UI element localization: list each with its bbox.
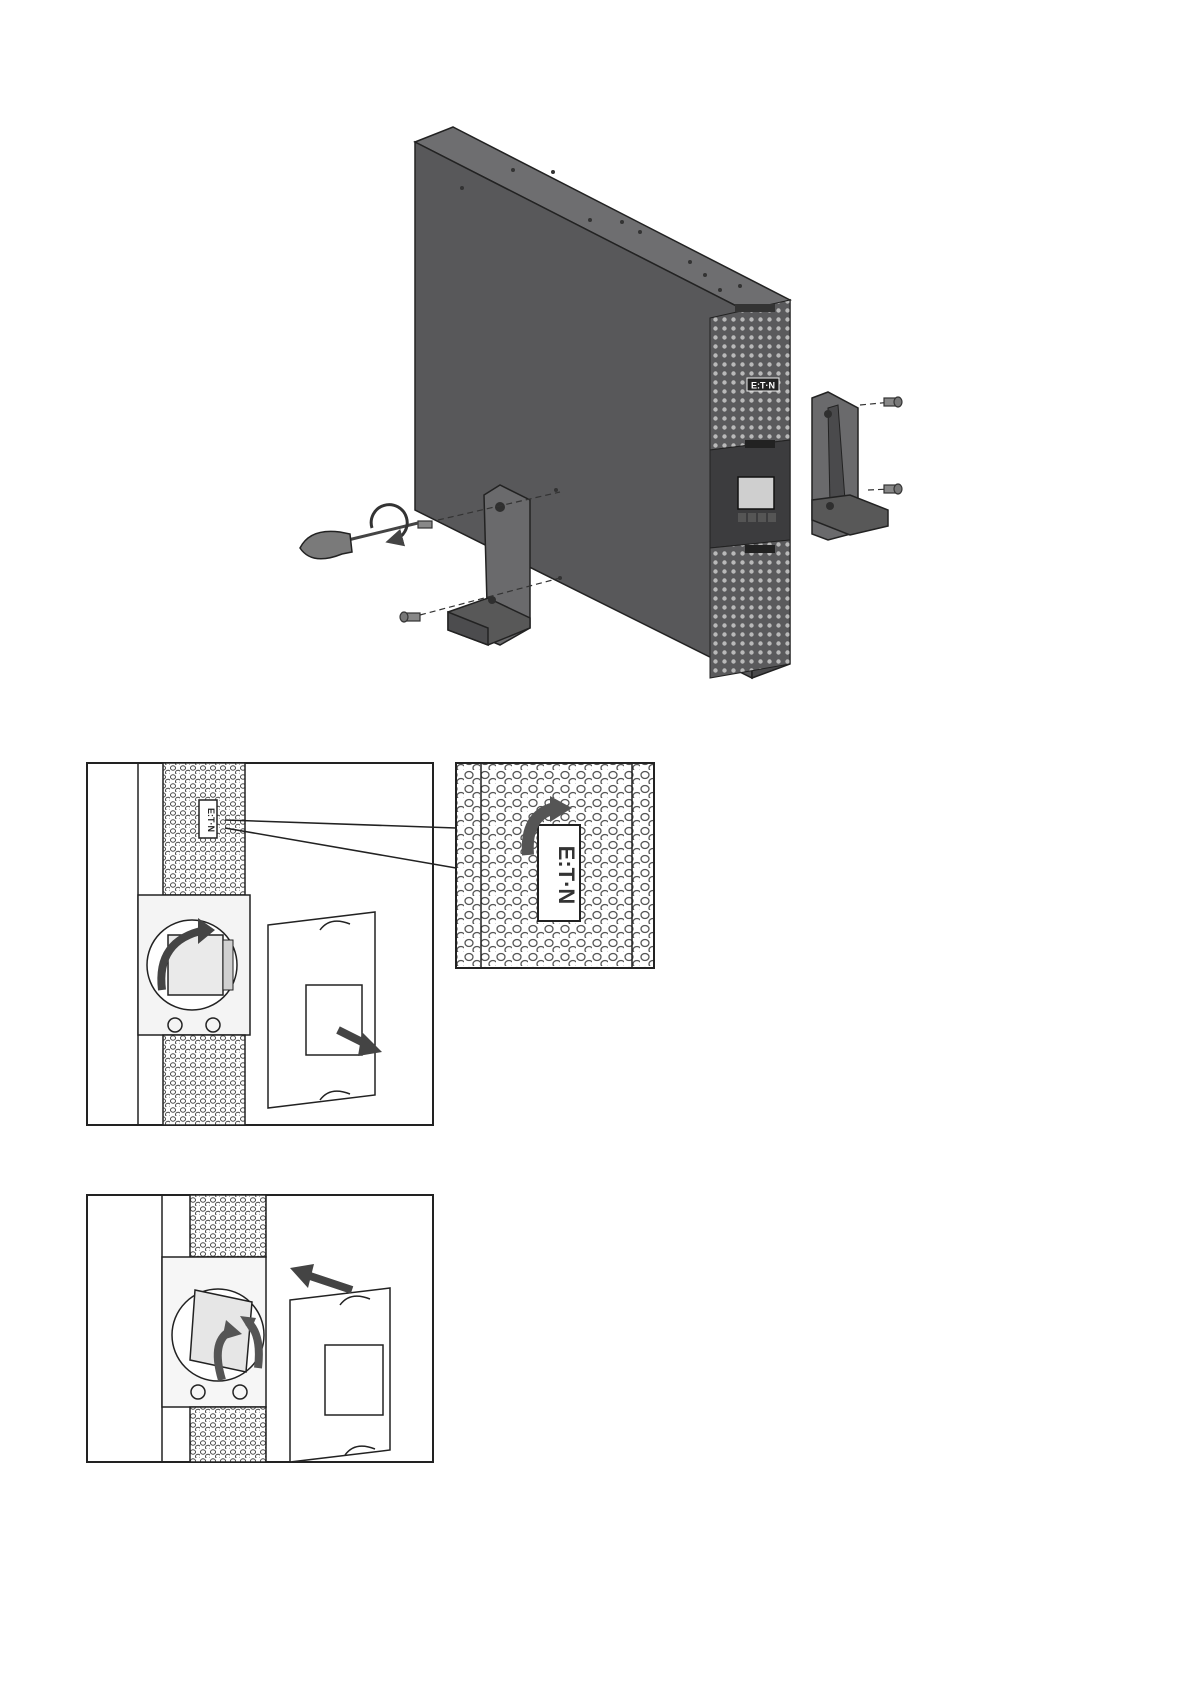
display-cover <box>268 912 375 1108</box>
screw-icon <box>884 397 902 407</box>
bracket-right <box>812 392 888 540</box>
screw-icon <box>400 612 420 622</box>
display-cover <box>290 1288 390 1462</box>
figure-reinstall-cover <box>87 1195 433 1462</box>
svg-text:E:T·N: E:T·N <box>206 808 216 832</box>
screwdriver-icon <box>300 505 418 559</box>
rotate-arrow-icon <box>371 505 407 540</box>
screw-icon <box>884 484 902 494</box>
zoom-callout: E:T·N <box>456 763 654 968</box>
svg-text:E:T·N: E:T·N <box>554 846 579 905</box>
screw-icon <box>418 521 432 528</box>
figure-ups-tower: E:T·N <box>415 127 790 678</box>
figure-remove-cover: E:T·N <box>87 763 456 1125</box>
lcd-display <box>738 477 774 509</box>
eaton-logo-text: E:T·N <box>751 381 775 391</box>
